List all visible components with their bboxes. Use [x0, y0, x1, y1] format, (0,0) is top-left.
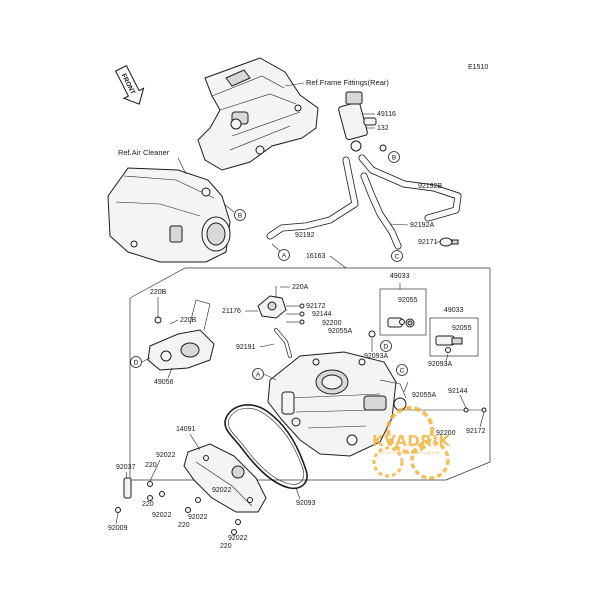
label-14091: 14091 — [176, 426, 196, 433]
svg-text:KVADRIK: KVADRIK — [372, 432, 451, 450]
cover-14091 — [183, 443, 267, 513]
vacuum-fittings — [274, 303, 305, 358]
label-220b-top: 220B — [150, 289, 167, 296]
label-92144-top: 92144 — [312, 311, 332, 318]
label-21176: 21176 — [222, 308, 241, 315]
box-49033-upper — [379, 288, 427, 336]
label-92055-right: 92055 — [452, 325, 472, 332]
gasket-92093 — [224, 404, 308, 490]
diagram-code: E1510 — [468, 64, 488, 71]
callout-d-right: D — [380, 340, 392, 352]
label-92172-top: 92172 — [306, 303, 326, 310]
label-220b: 220B — [180, 317, 197, 324]
label-220a: 220A — [292, 284, 309, 291]
label-92009: 92009 — [108, 525, 128, 532]
bracket-49056 — [147, 299, 215, 371]
air-cleaner — [107, 167, 231, 263]
frame-fittings — [197, 57, 319, 171]
hose-92192b — [358, 154, 462, 222]
label-92055a-top: 92055A — [328, 328, 352, 335]
label-92172-right: 92172 — [466, 428, 486, 435]
svg-text:B: B — [238, 213, 242, 220]
svg-text:A: A — [282, 253, 287, 260]
callout-d-left: D — [130, 356, 142, 368]
svg-text:B: B — [392, 155, 396, 162]
callout-c-upper: C — [391, 250, 403, 262]
sensor-21176 — [257, 286, 287, 319]
callout-a-lower: A — [252, 368, 264, 380]
assembly-frame — [128, 267, 491, 481]
fasteners — [115, 477, 241, 535]
label-220-a: 220 — [145, 462, 157, 469]
ref-frame-label: Ref.Frame Fittings(Rear) — [306, 78, 389, 87]
label-92022-d: 92022 — [212, 487, 232, 494]
label-49116: 49116 — [377, 111, 396, 118]
label-92037: 92037 — [116, 464, 136, 471]
label-92200-right: 92200 — [436, 430, 456, 437]
callout-c-lower: C — [396, 364, 408, 376]
callout-b-air: B — [234, 209, 246, 221]
label-92144-right: 92144 — [448, 388, 468, 395]
injector-upper — [387, 317, 415, 328]
callout-a-upper: A — [278, 249, 290, 261]
label-49033-right: 49033 — [444, 307, 464, 314]
label-92022-a: 92022 — [156, 452, 176, 459]
valve-49116 — [338, 91, 387, 152]
hose-92192 — [266, 156, 359, 240]
svg-text:C: C — [400, 368, 405, 375]
svg-text:C: C — [395, 254, 400, 261]
callout-b-frame: B — [388, 151, 400, 163]
label-220-c: 220 — [178, 522, 190, 529]
svg-text:D: D — [384, 344, 389, 351]
label-92093: 92093 — [296, 500, 316, 507]
label-220-d: 220 — [220, 543, 232, 550]
label-92192a: 92192A — [410, 222, 434, 229]
front-arrow-icon: FRONT — [114, 65, 145, 105]
label-92055-upper: 92055 — [398, 297, 418, 304]
box-49033-right — [429, 317, 479, 357]
label-92022-e: 92022 — [228, 535, 248, 542]
label-92093a-upper: 92093A — [364, 353, 388, 360]
label-92022-c: 92022 — [188, 514, 208, 521]
label-92192: 92192 — [295, 232, 315, 239]
clamp-92171 — [439, 237, 459, 247]
label-49056: 49056 — [154, 379, 174, 386]
label-16163: 16163 — [306, 253, 326, 260]
hose-92192a — [360, 172, 402, 250]
label-92171: 92171 — [418, 239, 438, 246]
svg-text:ЗАПЧАСТИ ДЛЯ КВАДРОЦИКЛОВ: ЗАПЧАСТИ ДЛЯ КВАДРОЦИКЛОВ — [378, 451, 440, 455]
label-92055a-right: 92055A — [412, 392, 436, 399]
label-132: 132 — [377, 125, 389, 132]
label-49033-upper: 49033 — [390, 273, 410, 280]
label-220-b: 220 — [142, 501, 154, 508]
ref-air-label: Ref.Air Cleaner — [118, 148, 170, 157]
svg-text:A: A — [256, 372, 261, 379]
svg-text:D: D — [134, 360, 139, 367]
label-92093a-right: 92093A — [428, 361, 452, 368]
injector-right — [435, 335, 463, 353]
label-92191: 92191 — [236, 344, 256, 351]
watermark-logo: KVADRIK ЗАПЧАСТИ ДЛЯ КВАДРОЦИКЛОВ — [372, 406, 451, 480]
label-92022-b: 92022 — [152, 512, 172, 519]
label-92192b: 92192B — [418, 183, 442, 190]
throttle-body — [267, 351, 407, 457]
label-92200-top: 92200 — [322, 320, 342, 327]
